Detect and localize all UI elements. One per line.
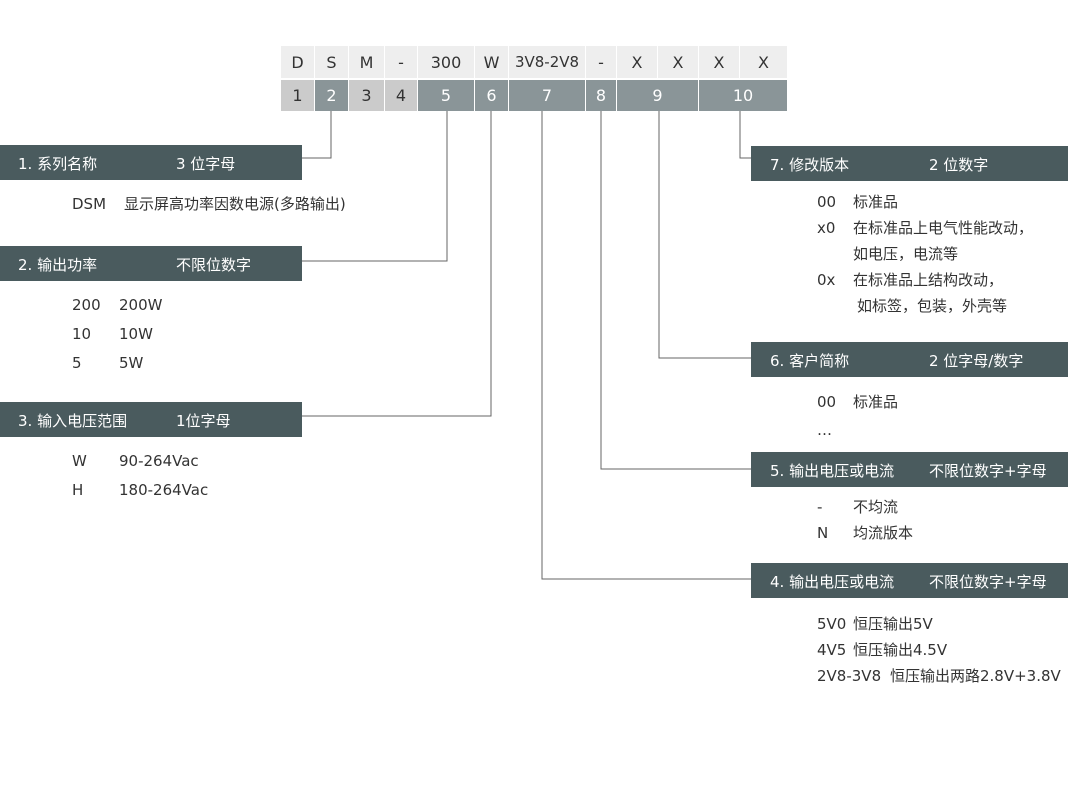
s4-item-2-desc: 恒压输出4.5V	[853, 641, 948, 659]
connector-s4	[541, 111, 751, 580]
s7-item-1-desc: 标准品	[853, 193, 899, 211]
s5-item-2-code: N	[817, 524, 829, 542]
s2-item-2-code: 10	[72, 325, 92, 343]
index-cell-9: 9	[617, 80, 699, 111]
section-5-type: 不限位数字+字母	[929, 462, 1047, 480]
s2-item-1-code: 200	[72, 296, 101, 314]
s7-item-2-desc-cont: 如电压，电流等	[853, 245, 959, 263]
s3-item-2-desc: 180-264Vac	[119, 481, 209, 499]
section-7-type: 2 位数字	[929, 156, 989, 174]
s2-item-1-desc: 200W	[119, 296, 163, 314]
s4-item-3-code: 2V8-3V8	[817, 667, 882, 685]
code-cell-11: X	[699, 46, 740, 78]
code-cell-5: 300	[418, 46, 475, 78]
section-7-title: 7. 修改版本	[770, 156, 850, 174]
s5-item-1-code: -	[817, 498, 823, 516]
code-cell-10: X	[658, 46, 699, 78]
section-4-title: 4. 输出电压或电流	[770, 573, 895, 591]
s4-item-2-code: 4V5	[817, 641, 847, 659]
s3-item-1-code: W	[72, 452, 87, 470]
connector-s1	[302, 111, 332, 159]
section-1-title: 1. 系列名称	[18, 155, 98, 173]
section-6-header: 6. 客户简称 2 位字母/数字	[751, 342, 1068, 377]
s7-item-1-code: 00	[817, 193, 837, 211]
s2-item-3-code: 5	[72, 354, 82, 372]
section-4-header: 4. 输出电压或电流 不限位数字+字母	[751, 563, 1068, 598]
code-cell-9: X	[617, 46, 658, 78]
index-cell-7: 7	[509, 80, 586, 111]
code-cell-8: -	[586, 46, 617, 78]
s6-item-1-desc: 标准品	[853, 393, 899, 411]
section-7-header: 7. 修改版本 2 位数字	[751, 146, 1068, 181]
section-3-type: 1位字母	[176, 412, 231, 430]
section-5-title: 5. 输出电压或电流	[770, 462, 895, 480]
s7-item-2-code: x0	[817, 219, 836, 237]
s7-item-3-code: 0x	[817, 271, 836, 289]
section-3-header: 3. 输入电压范围 1位字母	[0, 402, 302, 437]
code-cell-6: W	[475, 46, 509, 78]
code-cell-2: S	[315, 46, 349, 78]
s5-item-2-desc: 均流版本	[853, 524, 914, 542]
section-6-type: 2 位字母/数字	[929, 352, 1024, 370]
index-cell-1: 1	[281, 80, 315, 111]
index-cell-3: 3	[349, 80, 385, 111]
s4-item-1-code: 5V0	[817, 615, 847, 633]
s7-item-3-desc-cont: 如标签，包装，外壳等	[857, 297, 1008, 315]
s1-item-1-desc: 显示屏高功率因数电源(多路输出)	[124, 195, 346, 213]
connector-s2	[302, 111, 448, 262]
connector-s5	[600, 111, 751, 470]
s3-item-1-desc: 90-264Vac	[119, 452, 199, 470]
code-cell-1: D	[281, 46, 315, 78]
section-1-type: 3 位字母	[176, 155, 236, 173]
section-1-header: 1. 系列名称 3 位字母	[0, 145, 302, 180]
section-4-type: 不限位数字+字母	[929, 573, 1047, 591]
s2-item-3-desc: 5W	[119, 354, 144, 372]
s4-item-3-desc: 恒压输出两路2.8V+3.8V	[890, 667, 1061, 685]
section-6-title: 6. 客户简称	[770, 352, 850, 370]
index-cell-8: 8	[586, 80, 617, 111]
section-2-header: 2. 输出功率 不限位数字	[0, 246, 302, 281]
s5-item-1-desc: 不均流	[853, 498, 899, 516]
s1-item-1-code: DSM	[72, 195, 107, 213]
code-cell-4: -	[385, 46, 418, 78]
s7-item-3-desc: 在标准品上结构改动，	[853, 271, 1004, 289]
s4-item-1-desc: 恒压输出5V	[853, 615, 933, 633]
s7-item-2-desc: 在标准品上电气性能改动，	[853, 219, 1034, 237]
connector-s6	[658, 111, 751, 359]
code-cell-12: X	[740, 46, 788, 78]
index-cell-6: 6	[475, 80, 509, 111]
s2-item-2-desc: 10W	[119, 325, 153, 343]
index-cell-5: 5	[418, 80, 475, 111]
connector-s7	[739, 111, 751, 159]
code-cell-7: 3V8-2V8	[509, 46, 586, 78]
section-2-title: 2. 输出功率	[18, 256, 98, 274]
section-3-title: 3. 输入电压范围	[18, 412, 128, 430]
index-cell-2: 2	[315, 80, 349, 111]
s3-item-2-code: H	[72, 481, 84, 499]
code-cell-3: M	[349, 46, 385, 78]
s6-ellipsis: …	[817, 421, 832, 439]
s6-item-1-code: 00	[817, 393, 837, 411]
index-cell-4: 4	[385, 80, 418, 111]
section-2-type: 不限位数字	[176, 256, 252, 274]
section-5-header: 5. 输出电压或电流 不限位数字+字母	[751, 452, 1068, 487]
index-cell-10: 10	[699, 80, 788, 111]
connector-s3	[302, 111, 492, 417]
